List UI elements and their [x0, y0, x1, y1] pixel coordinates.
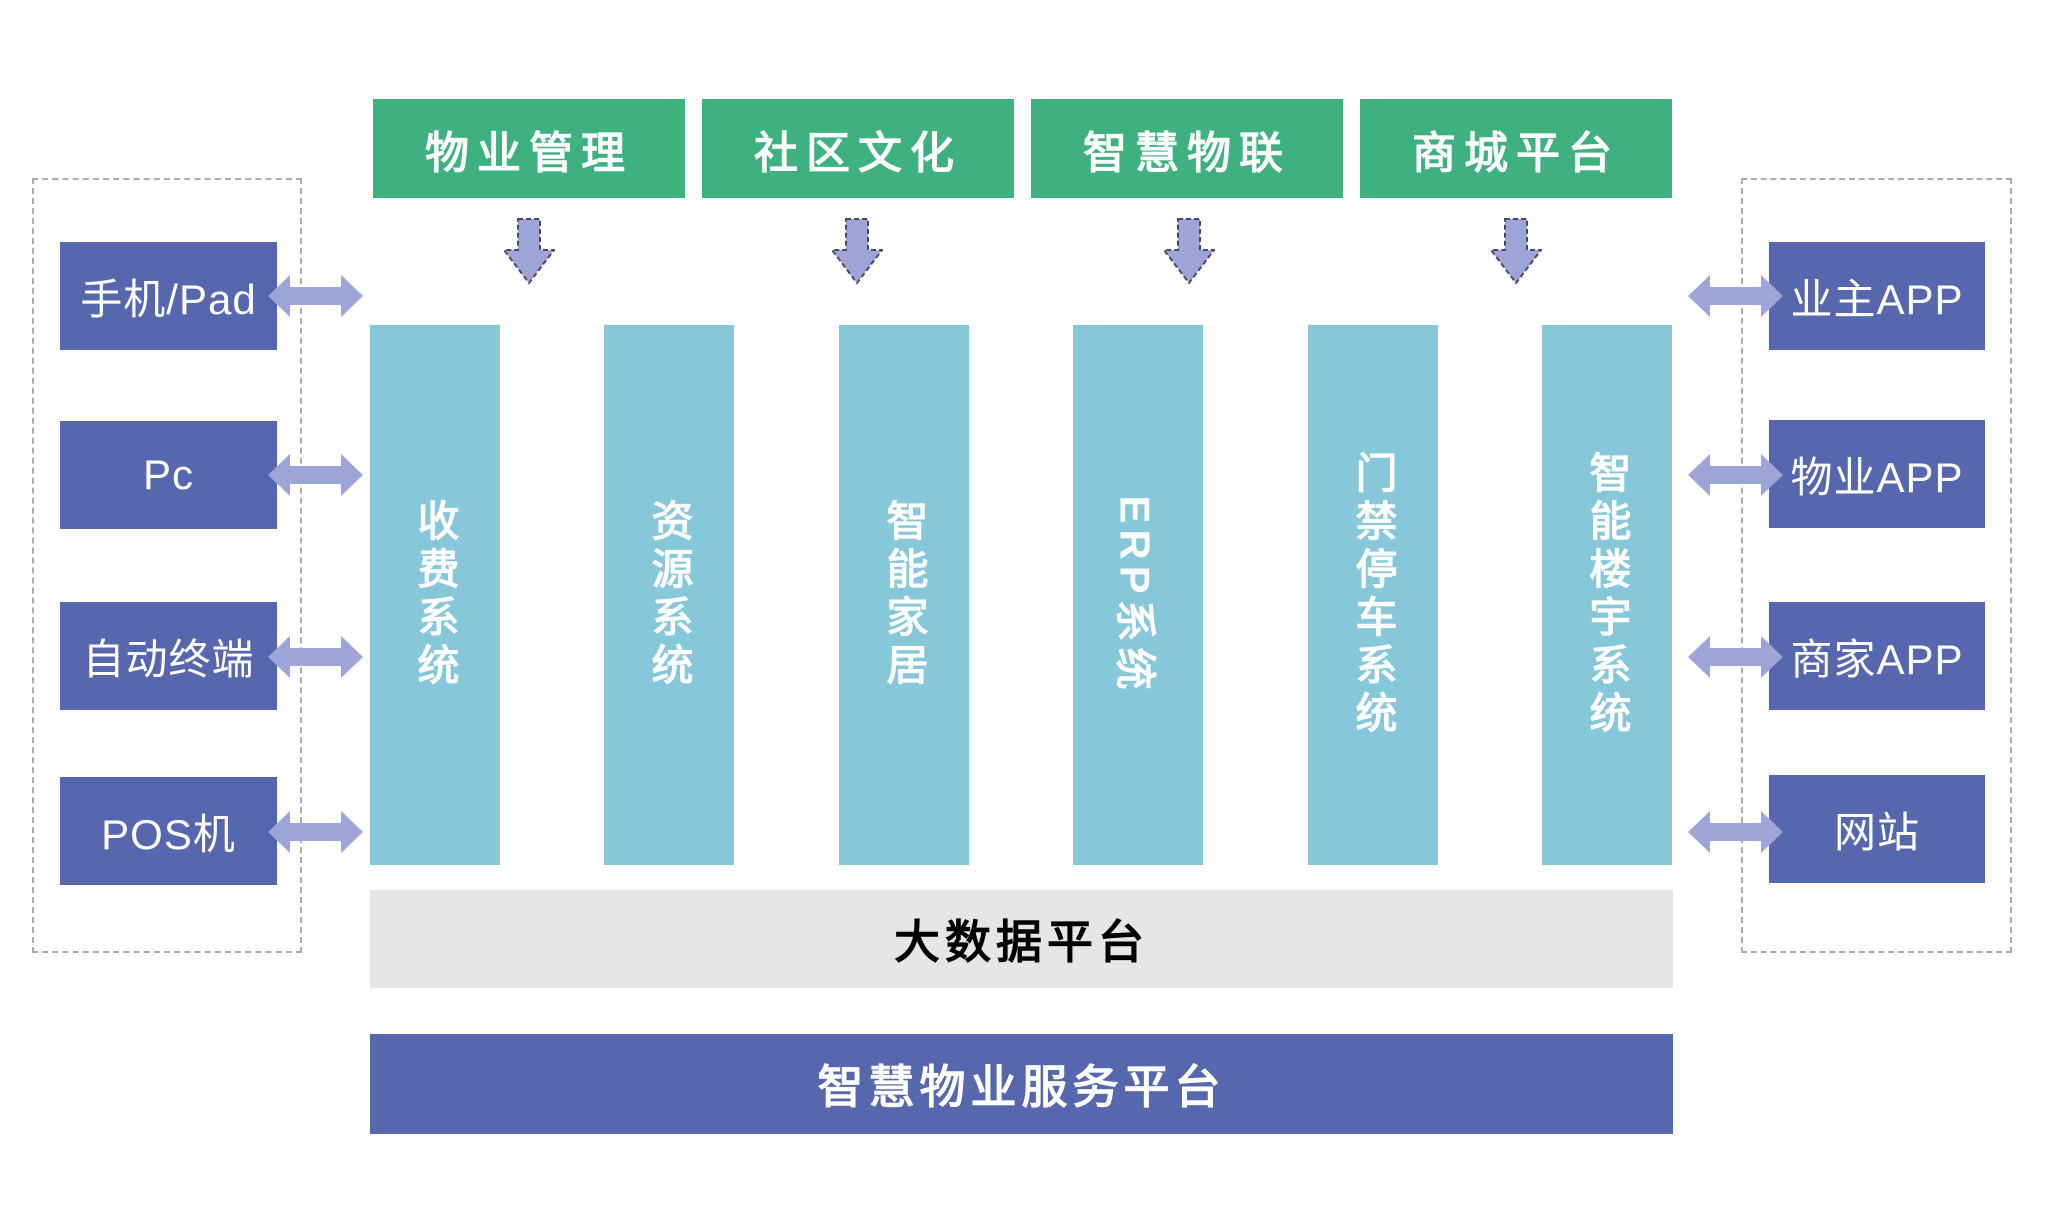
module-label: 商城平台 — [1412, 128, 1620, 178]
big-data-platform-bar: 大数据平台 — [370, 890, 1673, 988]
module-label: 社区文化 — [754, 128, 962, 178]
system-label: 智能家居 — [881, 499, 928, 691]
app-box-website: 网站 — [1769, 775, 1985, 883]
apps-panel — [1741, 178, 2012, 953]
big-data-platform-label: 大数据平台 — [894, 916, 1149, 968]
left-right-arrow-icon — [1687, 272, 1784, 320]
app-label: 网站 — [1833, 808, 1920, 856]
down-arrow-icon — [501, 218, 557, 285]
app-label: 商家APP — [1790, 635, 1964, 683]
device-box-auto-terminal: 自动终端 — [60, 602, 277, 710]
left-right-arrow-icon — [267, 272, 364, 320]
app-label: 业主APP — [1790, 275, 1964, 323]
down-arrow-icon — [829, 218, 885, 285]
left-right-arrow-icon — [1687, 808, 1784, 856]
app-label: 物业APP — [1790, 453, 1964, 501]
device-label: 自动终端 — [82, 635, 255, 683]
system-label: ERP系统 — [1111, 494, 1159, 696]
down-arrow-icon — [1161, 218, 1217, 285]
system-label: 收费系统 — [412, 499, 459, 691]
device-box-pos: POS机 — [60, 777, 277, 885]
module-box-smart-iot: 智慧物联 — [1031, 99, 1343, 198]
left-right-arrow-icon — [267, 451, 364, 499]
app-box-property-app: 物业APP — [1769, 420, 1985, 528]
app-box-merchant-app: 商家APP — [1769, 602, 1985, 710]
module-label: 物业管理 — [425, 128, 633, 178]
module-box-property-management: 物业管理 — [373, 99, 685, 198]
module-box-mall-platform: 商城平台 — [1360, 99, 1672, 198]
system-label: 资源系统 — [646, 499, 693, 691]
system-column-erp: ERP系统 — [1073, 325, 1203, 865]
service-platform-bar: 智慧物业服务平台 — [370, 1034, 1673, 1134]
device-box-mobile-pad: 手机/Pad — [60, 242, 277, 350]
device-label: POS机 — [101, 810, 236, 858]
system-label: 门禁停车系统 — [1350, 451, 1397, 739]
service-platform-label: 智慧物业服务平台 — [817, 1061, 1226, 1113]
left-right-arrow-icon — [267, 808, 364, 856]
system-column-smart-home: 智能家居 — [839, 325, 969, 865]
app-box-owner-app: 业主APP — [1769, 242, 1985, 350]
left-right-arrow-icon — [1687, 633, 1784, 681]
system-column-resource: 资源系统 — [604, 325, 734, 865]
devices-panel — [32, 178, 302, 953]
module-box-community-culture: 社区文化 — [702, 99, 1014, 198]
left-right-arrow-icon — [267, 633, 364, 681]
device-label: 手机/Pad — [80, 275, 257, 323]
module-label: 智慧物联 — [1083, 128, 1291, 178]
system-column-smart-building: 智能楼宇系统 — [1542, 325, 1672, 865]
system-label: 智能楼宇系统 — [1584, 451, 1631, 739]
system-column-access-parking: 门禁停车系统 — [1308, 325, 1438, 865]
device-box-pc: Pc — [60, 421, 277, 529]
down-arrow-icon — [1488, 218, 1544, 285]
device-label: Pc — [142, 451, 194, 498]
left-right-arrow-icon — [1687, 451, 1784, 499]
system-column-billing: 收费系统 — [370, 325, 500, 865]
